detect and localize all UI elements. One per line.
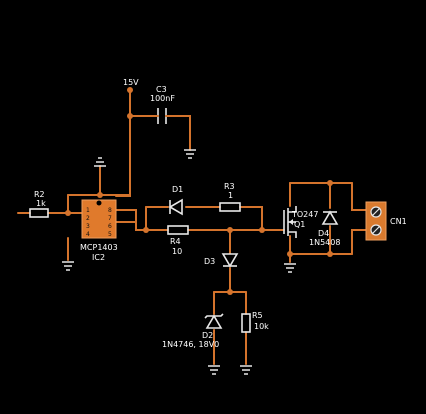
resistor-r2: R2 1k xyxy=(29,190,49,218)
c3-value: 100nF xyxy=(150,94,175,103)
d4-ref: D4 xyxy=(318,229,329,238)
svg-text:2: 2 xyxy=(86,215,90,222)
mosfet-q1: TO247 Q1 xyxy=(283,206,318,238)
junction-dot xyxy=(227,227,233,233)
r5-ref: R5 xyxy=(252,311,263,320)
d2-ref: D2 xyxy=(202,331,213,340)
capacitor-c3: C3 100nF xyxy=(150,85,175,124)
d1-ref: D1 xyxy=(172,185,183,194)
junction-dot xyxy=(65,210,71,216)
supply-label: 15V xyxy=(123,78,139,87)
r3-ref: R3 xyxy=(224,182,235,191)
svg-text:8: 8 xyxy=(108,207,112,214)
q1-part: TO247 xyxy=(291,210,318,219)
diode-d4: D4 1N5408 xyxy=(309,210,340,247)
junction-dot xyxy=(327,251,333,257)
svg-text:3: 3 xyxy=(86,223,90,230)
junction-dot xyxy=(259,227,265,233)
diode-d3: D3 xyxy=(204,253,239,268)
d2-part: 1N4746, 18V0 xyxy=(162,340,219,349)
junction-dot xyxy=(227,289,233,295)
junction-dot xyxy=(97,192,103,198)
wires xyxy=(17,91,367,365)
r5-value: 10k xyxy=(254,322,269,331)
r4-ref: R4 xyxy=(170,237,181,246)
ic2-ref: IC2 xyxy=(92,253,105,262)
r2-value: 1k xyxy=(36,199,46,208)
resistor-r3: R3 1 xyxy=(219,182,241,212)
ground-c3 xyxy=(184,149,196,159)
junction-dot xyxy=(143,227,149,233)
ic2-mcp1403: 1 2 3 4 5 6 7 8 MCP1403 IC2 xyxy=(80,199,118,262)
svg-text:6: 6 xyxy=(108,223,112,230)
r4-value: 10 xyxy=(172,247,182,256)
junction-dot xyxy=(327,180,333,186)
supply-terminal-icon xyxy=(127,87,133,93)
ground-ic-left xyxy=(62,261,74,271)
junctions xyxy=(65,113,333,295)
r3-value: 1 xyxy=(228,191,233,200)
q1-ref: Q1 xyxy=(294,220,305,229)
cn1-ref: CN1 xyxy=(390,217,407,226)
junction-dot xyxy=(127,113,133,119)
ground-d2 xyxy=(208,365,220,375)
ic2-part: MCP1403 xyxy=(80,243,118,252)
junction-dot xyxy=(287,251,293,257)
supply-15v: 15V xyxy=(123,78,139,93)
zener-d2: D2 1N4746, 18V0 xyxy=(162,313,224,349)
svg-text:1: 1 xyxy=(86,207,90,214)
ground-q1 xyxy=(284,263,296,273)
ground-r5 xyxy=(240,365,252,375)
svg-text:4: 4 xyxy=(86,231,90,238)
connector-cn1: CN1 xyxy=(365,201,407,241)
r2-ref: R2 xyxy=(34,190,45,199)
d4-part: 1N5408 xyxy=(309,238,340,247)
resistor-r4: R4 10 xyxy=(167,225,189,256)
ground-ic-top xyxy=(94,157,106,167)
svg-text:5: 5 xyxy=(108,231,112,238)
diode-d1: D1 xyxy=(168,185,183,216)
c3-ref: C3 xyxy=(156,85,167,94)
resistor-r5: R5 10k xyxy=(241,311,269,333)
d3-ref: D3 xyxy=(204,257,215,266)
svg-text:7: 7 xyxy=(108,215,112,222)
